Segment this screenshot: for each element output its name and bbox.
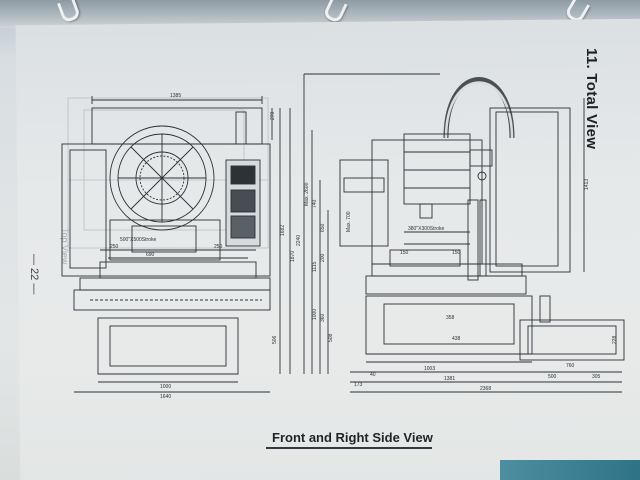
dim-height-a-side: 740	[312, 199, 318, 208]
desk-surface	[500, 460, 640, 480]
dim-spindle-a: 150	[400, 250, 409, 256]
ghost-top-view-label: Top View	[60, 228, 70, 265]
dim-width-top: 1385	[170, 93, 181, 99]
dim-depth-c: 1003	[424, 366, 435, 372]
dim-height-e: 506	[272, 335, 278, 344]
dim-table-right: 250	[214, 244, 223, 250]
dim-side-h6: 1413	[584, 179, 590, 190]
caption-underline	[266, 447, 432, 449]
stroke-note-y: 380"X300Stroke	[408, 226, 444, 232]
dim-height-b: 1870	[290, 251, 296, 262]
dim-depth-e: 2368	[480, 386, 491, 392]
page-number: — 22 —	[28, 254, 40, 295]
dim-side-h3: 508	[328, 333, 334, 342]
front-view-dimensions: 1385 1000 1640 690 250 250 500"X500Strok…	[110, 93, 302, 400]
dim-height-c: 2240	[296, 235, 302, 246]
dim-spindle-b: 150	[452, 250, 461, 256]
dim-side-h2: 200	[320, 253, 326, 262]
figure-caption: Front and Right Side View	[272, 430, 433, 445]
dim-width-bottom-a: 1000	[160, 384, 171, 390]
side-view	[303, 73, 625, 393]
section-heading: 11. Total View	[583, 48, 600, 150]
dim-width-bottom-b: 1640	[160, 394, 171, 400]
stroke-note: 500"X500Stroke	[120, 237, 156, 243]
dim-side-h1: 1000	[312, 309, 318, 320]
dim-height-b-side: 650	[320, 223, 326, 232]
dim-side-h5: 228	[612, 335, 618, 344]
dim-side-h4: 360	[320, 313, 326, 322]
dim-max-z-a: Max. 2600	[304, 182, 310, 206]
front-view	[61, 96, 291, 393]
dim-depth-d: 1381	[444, 376, 455, 382]
dim-height-c-side: 1115	[312, 261, 318, 272]
dim-table-inner: 690	[146, 252, 155, 258]
dim-right-b: 305	[592, 374, 601, 380]
dim-right-a: 500	[548, 374, 557, 380]
dim-left-b: 40	[370, 372, 376, 378]
dim-left-a: 173	[354, 382, 363, 388]
dim-table-left: 250	[110, 244, 119, 250]
side-view-dimensions: 380"X300Stroke 150 150 358 438 1003 1381…	[304, 179, 618, 392]
dim-depth-b: 438	[452, 336, 461, 342]
dim-height-a: 1682	[280, 225, 286, 236]
dim-max-z-b: Max. 700	[346, 211, 352, 232]
dim-height-d: 270	[270, 111, 276, 120]
dim-right-c: 760	[566, 363, 575, 369]
dim-depth-a: 358	[446, 315, 455, 321]
